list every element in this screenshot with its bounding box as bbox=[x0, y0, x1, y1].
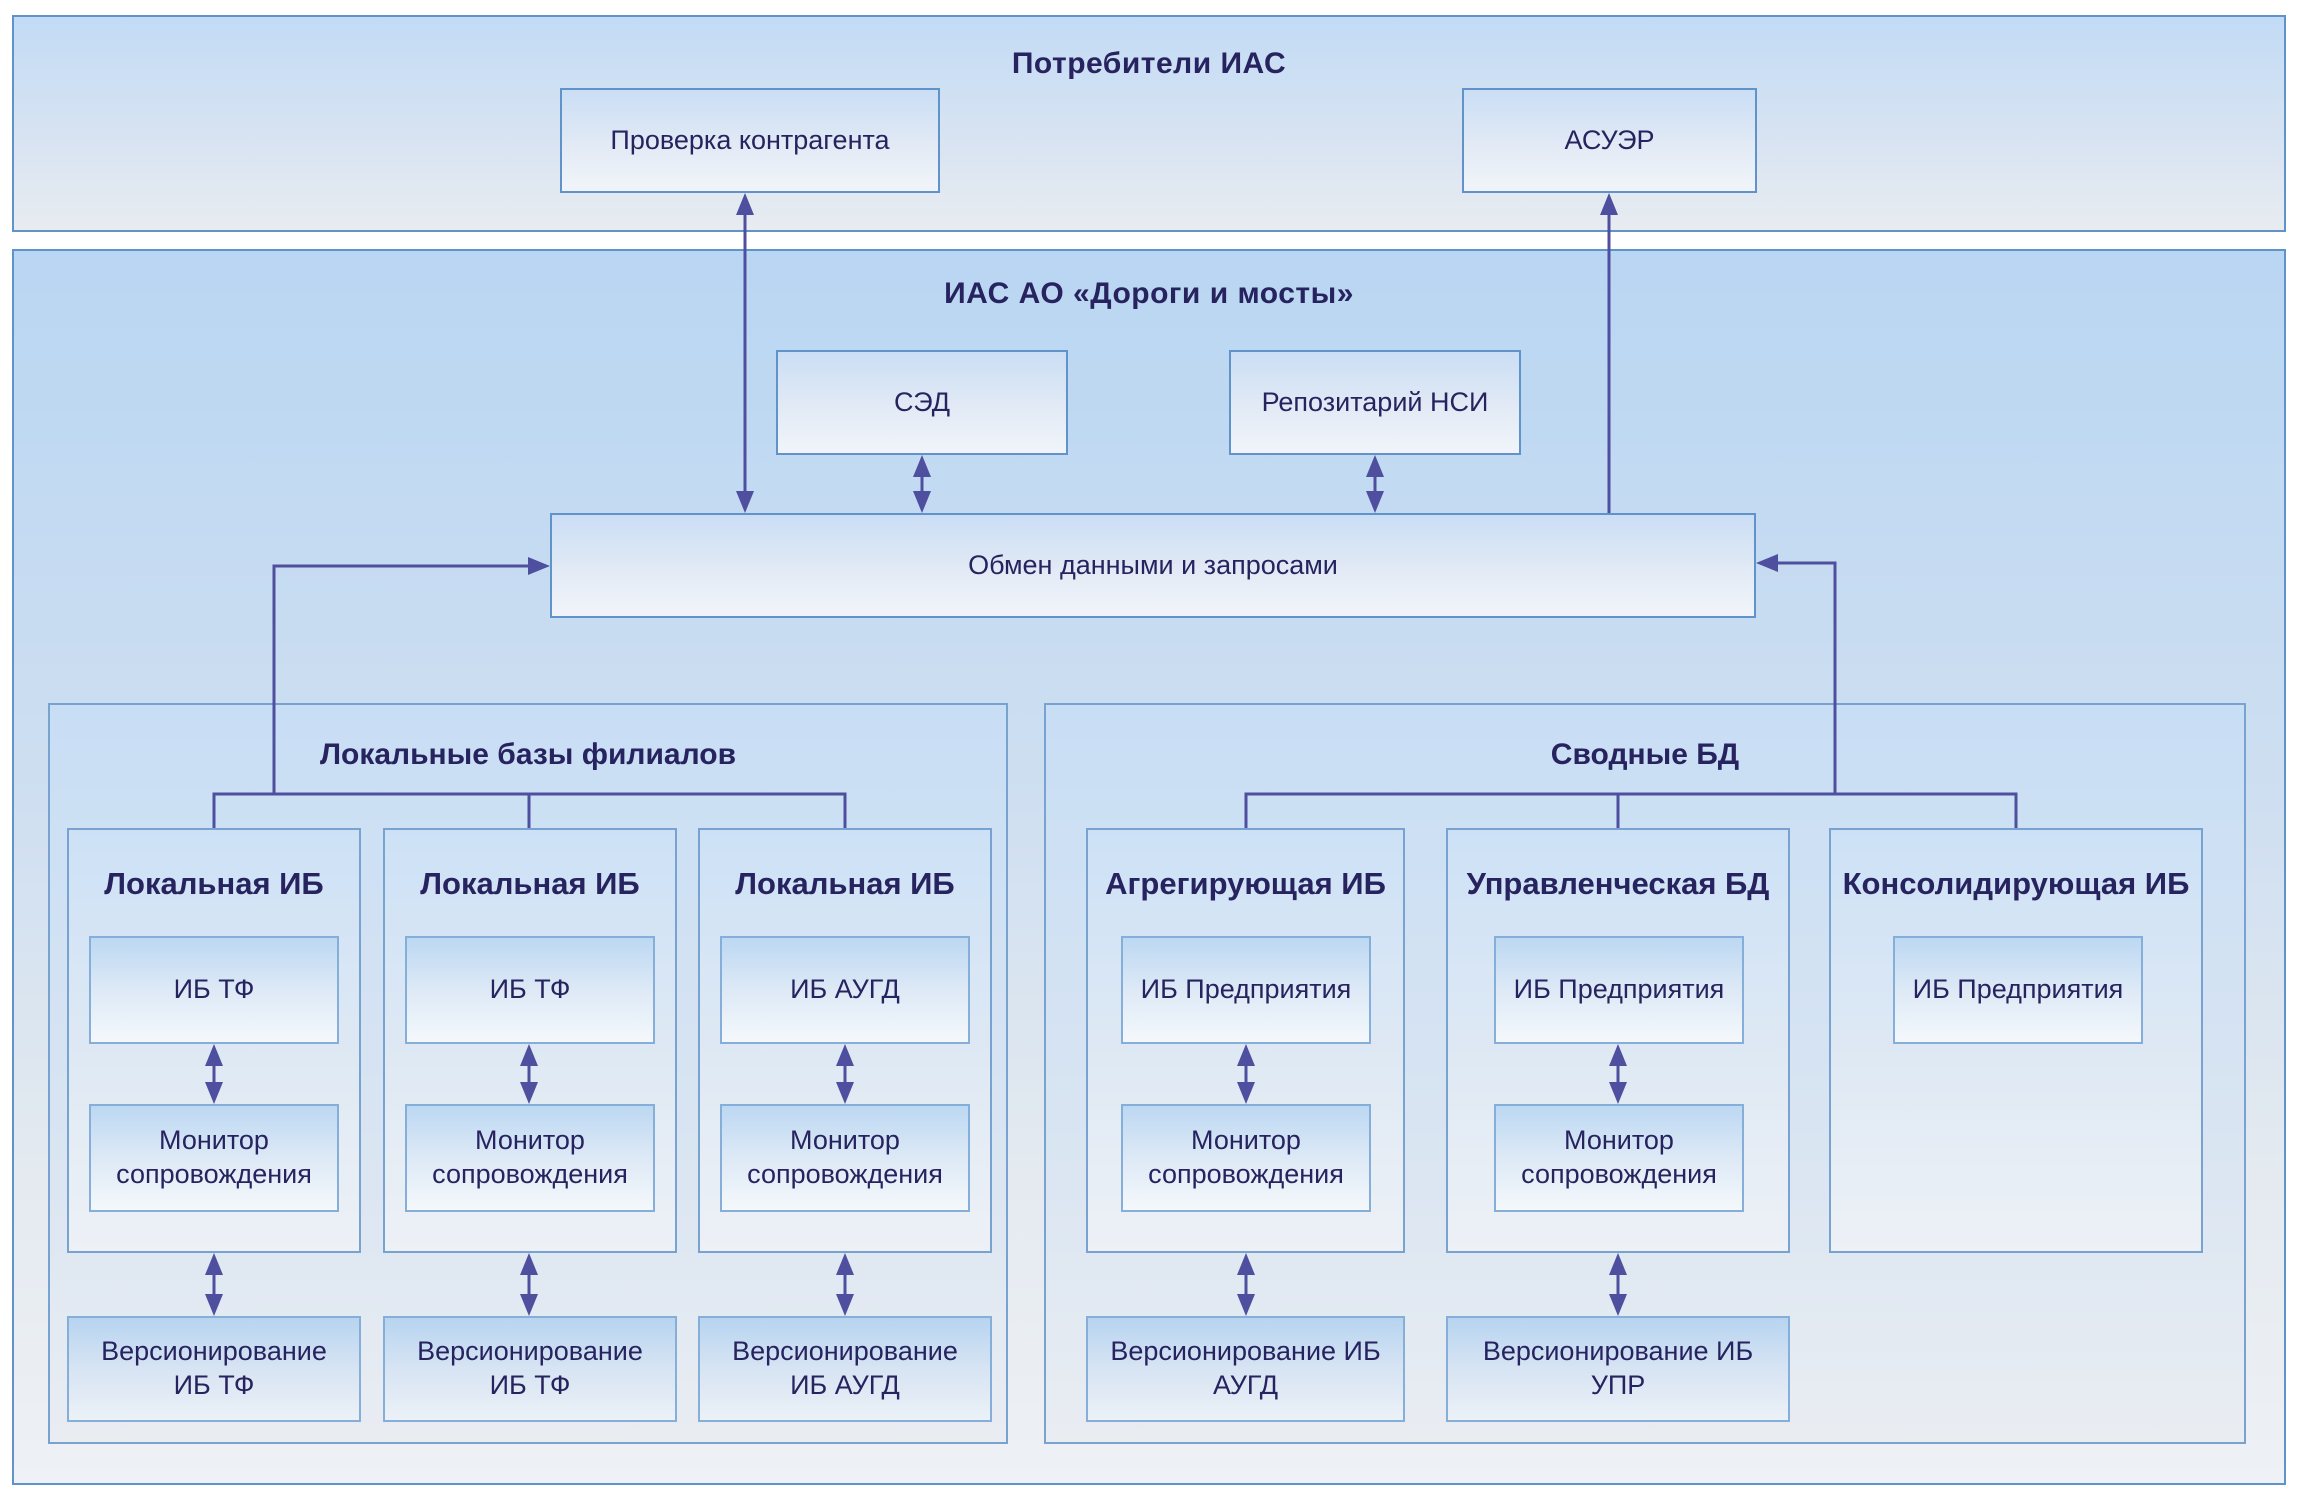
local-ib-column-1: Локальная ИБ ИБ ТФ Монитор сопровождения bbox=[67, 828, 361, 1253]
ias-band-title: ИАС АО «Дороги и мосты» bbox=[944, 277, 1354, 310]
consumers-band-title: Потребители ИАС bbox=[1011, 47, 1287, 80]
local-ib-1-db-box: ИБ ТФ bbox=[89, 936, 339, 1044]
management-db-column: Управленческая БД ИБ Предприятия Монитор… bbox=[1446, 828, 1790, 1253]
versioning-box-local-3: Версионирование ИБ АУГД bbox=[698, 1316, 992, 1422]
consolidating-ib-db-box: ИБ Предприятия bbox=[1893, 936, 2143, 1044]
summary-databases-group-title: Сводные БД bbox=[1550, 738, 1740, 771]
counterparty-check-box: Проверка контрагента bbox=[560, 88, 940, 193]
aggregating-ib-monitor-box: Монитор сопровождения bbox=[1121, 1104, 1371, 1212]
asuer-box: АСУЭР bbox=[1462, 88, 1757, 193]
local-databases-group-title: Локальные базы филиалов bbox=[319, 738, 737, 771]
local-ib-2-monitor-box: Монитор сопровождения bbox=[405, 1104, 655, 1212]
local-ib-1-monitor-box: Монитор сопровождения bbox=[89, 1104, 339, 1212]
consolidating-ib-column: Консолидирующая ИБ ИБ Предприятия bbox=[1829, 828, 2203, 1253]
consolidating-ib-column-title: Консолидирующая ИБ bbox=[1842, 866, 2190, 901]
management-db-monitor-box: Монитор сопровождения bbox=[1494, 1104, 1744, 1212]
local-ib-3-db-box: ИБ АУГД bbox=[720, 936, 970, 1044]
data-exchange-bus: Обмен данными и запросами bbox=[550, 513, 1756, 618]
versioning-box-summary-2: Версионирование ИБ УПР bbox=[1446, 1316, 1790, 1422]
aggregating-ib-column: Агрегирующая ИБ ИБ Предприятия Монитор с… bbox=[1086, 828, 1405, 1253]
consumers-band: Потребители ИАС bbox=[12, 15, 2286, 232]
aggregating-ib-db-box: ИБ Предприятия bbox=[1121, 936, 1371, 1044]
local-ib-3-monitor-box: Монитор сопровождения bbox=[720, 1104, 970, 1212]
local-ib-2-db-box: ИБ ТФ bbox=[405, 936, 655, 1044]
nsi-repository-box: Репозитарий НСИ bbox=[1229, 350, 1521, 455]
local-ib-column-2: Локальная ИБ ИБ ТФ Монитор сопровождения bbox=[383, 828, 677, 1253]
local-ib-column-3-title: Локальная ИБ bbox=[735, 866, 955, 901]
management-db-column-title: Управленческая БД bbox=[1466, 866, 1770, 901]
local-ib-column-3: Локальная ИБ ИБ АУГД Монитор сопровожден… bbox=[698, 828, 992, 1253]
versioning-box-local-2: Версионирование ИБ ТФ bbox=[383, 1316, 677, 1422]
management-db-db-box: ИБ Предприятия bbox=[1494, 936, 1744, 1044]
versioning-box-summary-1: Версионирование ИБ АУГД bbox=[1086, 1316, 1405, 1422]
local-ib-column-2-title: Локальная ИБ bbox=[420, 866, 640, 901]
sed-box: СЭД bbox=[776, 350, 1068, 455]
aggregating-ib-column-title: Агрегирующая ИБ bbox=[1105, 866, 1386, 901]
local-ib-column-1-title: Локальная ИБ bbox=[104, 866, 324, 901]
versioning-box-local-1: Версионирование ИБ ТФ bbox=[67, 1316, 361, 1422]
